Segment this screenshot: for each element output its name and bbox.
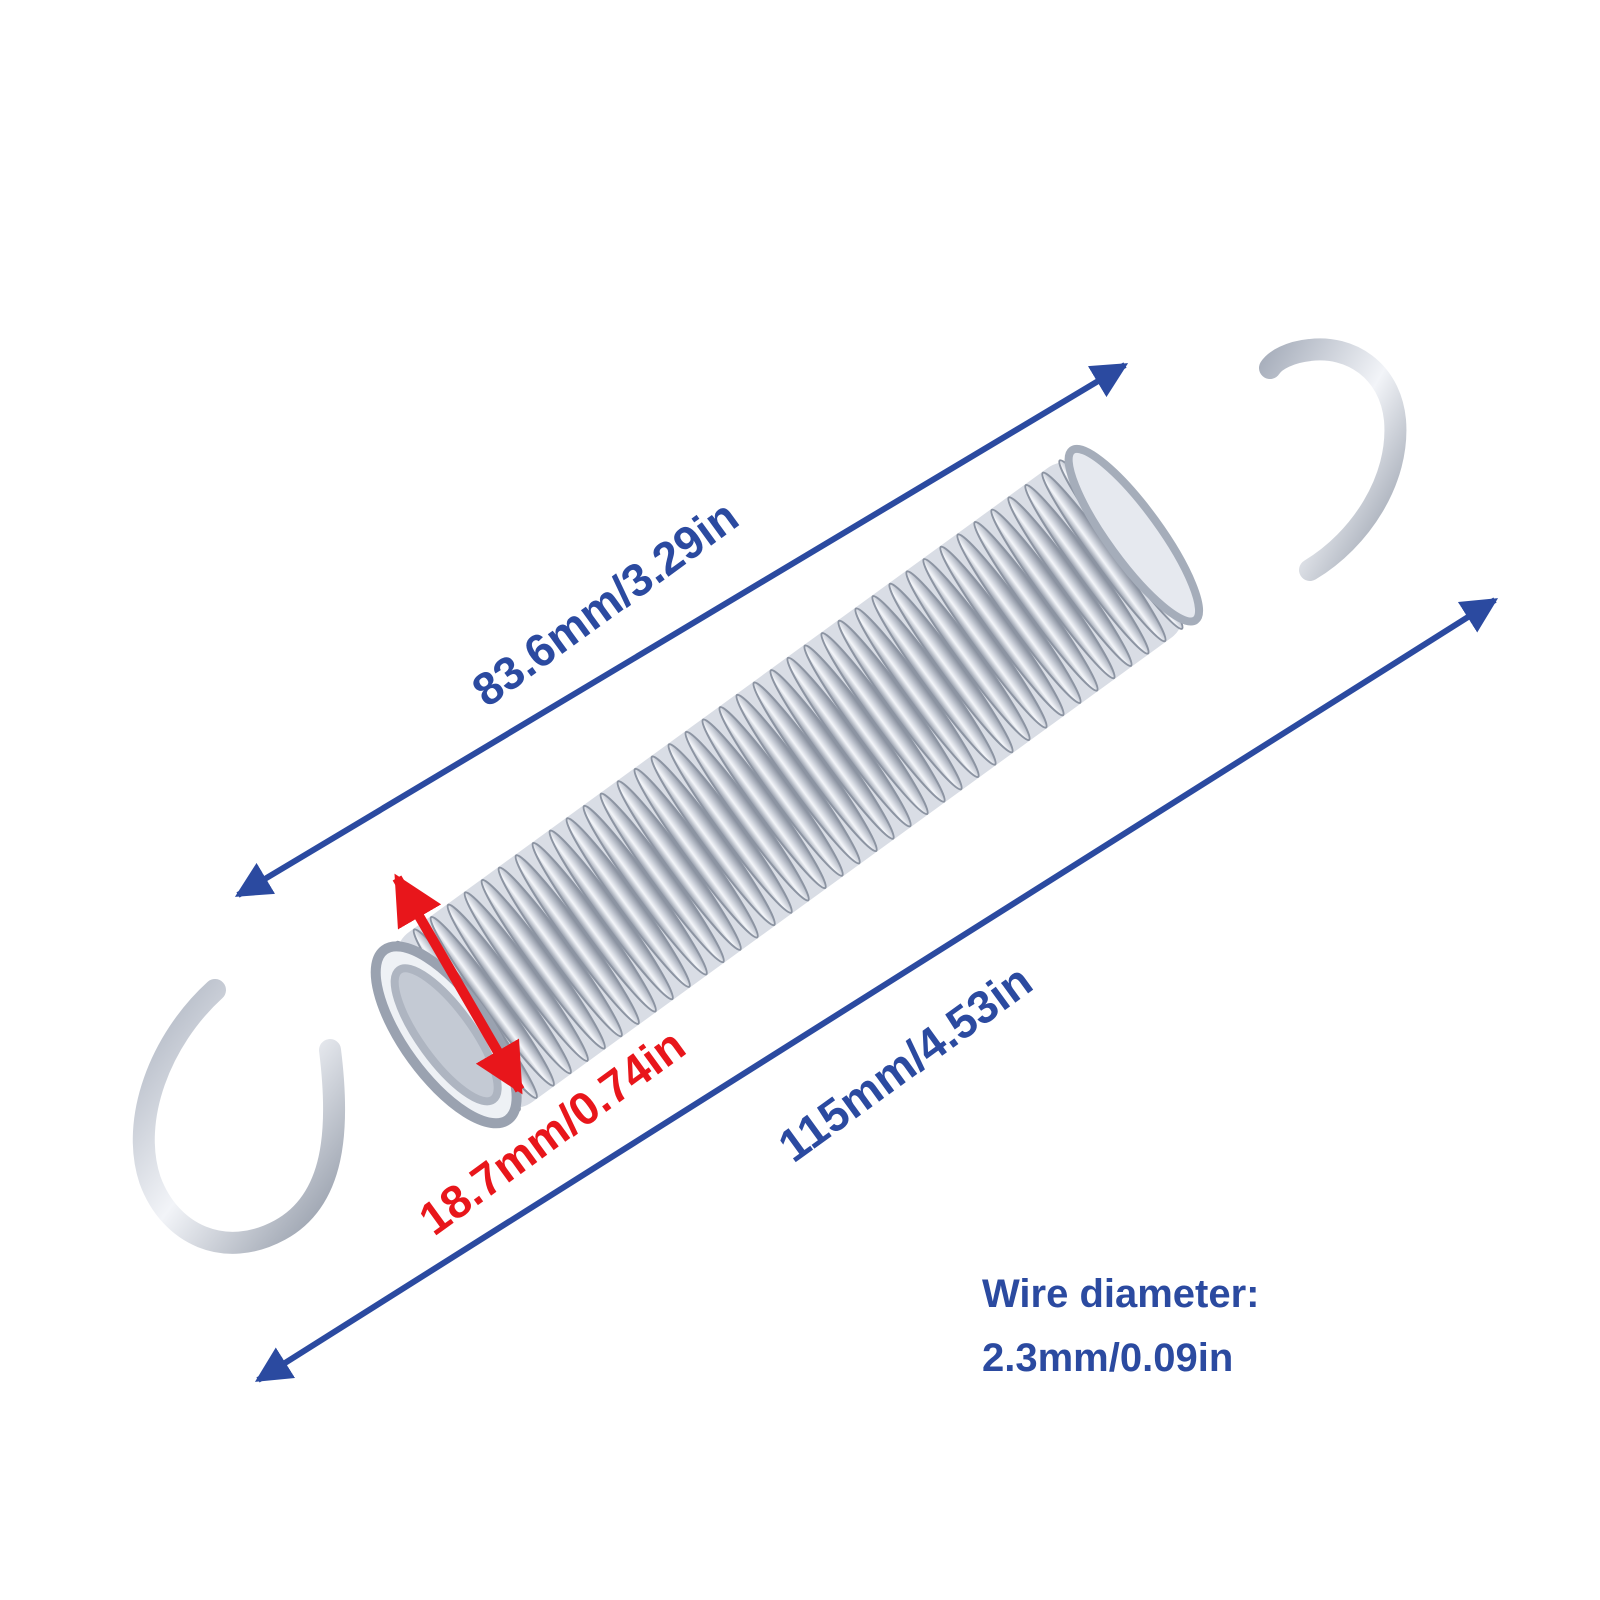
wire-diameter-value: 2.3mm/0.09in [982, 1336, 1234, 1380]
wire-diameter-block: Wire diameter: 2.3mm/0.09in [982, 1262, 1260, 1390]
total-length-arrow [254, 597, 1499, 1383]
right-hook [1259, 338, 1407, 581]
extension-spring-icon [132, 338, 1407, 1254]
wire-diameter-label: Wire diameter: [982, 1272, 1260, 1316]
outer-diameter-arrow [392, 873, 525, 1095]
left-hook [132, 979, 346, 1254]
